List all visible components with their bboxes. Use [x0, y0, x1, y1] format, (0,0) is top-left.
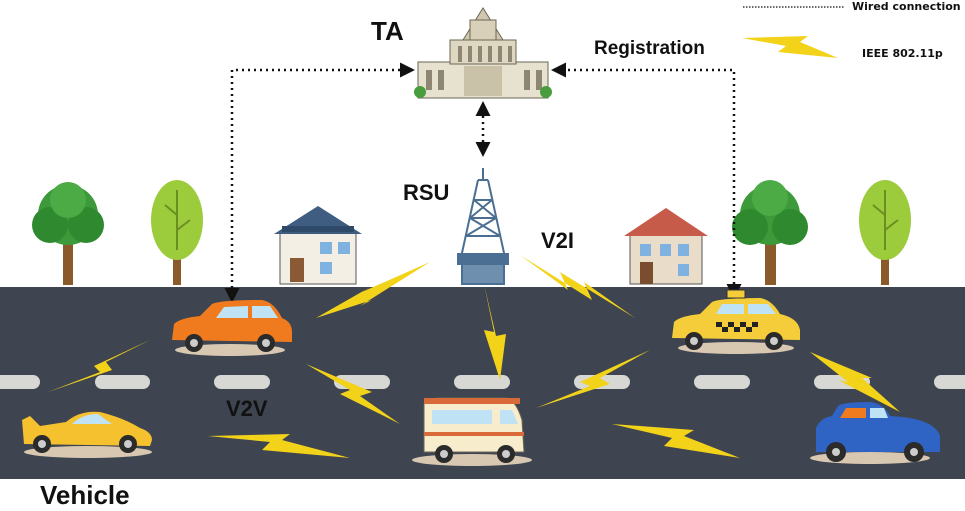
tree-icon	[151, 180, 203, 285]
lightning-icon	[48, 340, 150, 392]
lightning-icon	[742, 36, 838, 58]
sports-car-icon	[22, 411, 152, 458]
lane-markings	[0, 375, 965, 389]
van-icon	[412, 397, 532, 466]
lightning-icon	[520, 255, 635, 318]
rsu-label: RSU	[403, 180, 450, 205]
v2v-label: V2V	[226, 396, 268, 421]
car-icon	[172, 300, 292, 356]
registration-label: Registration	[594, 38, 705, 59]
vehicle-label: Vehicle	[40, 480, 130, 510]
lightning-icon	[536, 350, 650, 408]
ta-label: TA	[371, 16, 404, 46]
lightning-icon	[208, 434, 350, 458]
tree-icon	[859, 180, 911, 285]
house-icon	[274, 206, 362, 285]
tree-icon	[732, 180, 808, 285]
house-icon	[624, 208, 708, 285]
tree-icon	[32, 182, 104, 285]
rsu-tower-icon	[457, 168, 509, 285]
v2i-label: V2I	[541, 228, 575, 253]
legend-wireless-label: IEEE 802.11p	[862, 47, 943, 60]
government-building-icon	[414, 7, 552, 99]
lightning-icon	[316, 262, 430, 318]
car-icon	[810, 402, 940, 464]
lightning-icon	[612, 424, 740, 458]
legend-wired-label: Wired connection	[852, 0, 961, 13]
wired-connections	[224, 62, 742, 303]
lightning-icon	[484, 284, 506, 380]
lightning-icon	[810, 352, 900, 412]
lightning-icon	[306, 364, 400, 424]
taxi-icon	[672, 289, 800, 354]
